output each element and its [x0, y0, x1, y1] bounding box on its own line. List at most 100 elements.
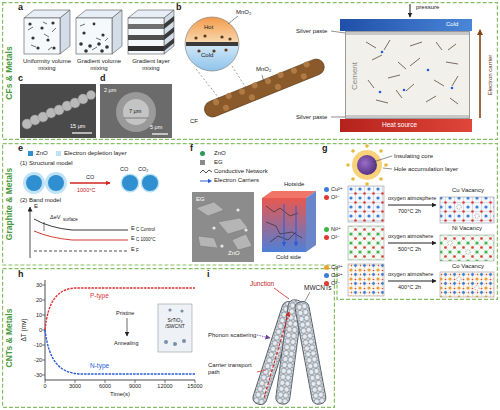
band-outline [2, 2, 498, 140]
annotation-label: Silver paste [296, 28, 327, 35]
annotation-label: Ni Vacancy [452, 225, 482, 232]
annotation-label: Gradient layer mixing [125, 58, 177, 71]
legend-arrow-sample [200, 178, 212, 184]
legend-swatch [324, 187, 329, 192]
band-dashed-border [3, 269, 335, 408]
axis-tick: 15000 [187, 383, 202, 389]
annotation-label: Phonon scattering [208, 332, 256, 339]
legend-text: ZnO [36, 150, 48, 157]
legend-swatch [324, 235, 329, 240]
annotation-label: (1) Structural model [20, 160, 73, 167]
annotation-label: CF [190, 118, 198, 125]
annotation-label: C 1000°C [136, 238, 156, 243]
annotation-label: ΔeV [50, 214, 60, 220]
annotation-label: E [131, 235, 135, 241]
panel-f-graphite-zno [192, 191, 316, 262]
axis-tick: 10 [36, 312, 42, 318]
annotation-label: 400°C 2h [398, 284, 421, 290]
annotation-label: Cold [446, 21, 458, 28]
legend-text: Ni²⁺ [331, 226, 341, 232]
panel-g-oxide-vacancy [346, 144, 494, 297]
annotation-label: Junction [250, 280, 274, 287]
legend-text: Conductive Network [214, 168, 268, 175]
dimension-label: 7 μm [129, 108, 141, 114]
annotation-label: SrTiO₃ /SWCNT [160, 318, 190, 329]
legend-text: Cu²⁺ [331, 186, 343, 192]
panel-letter: f [190, 144, 193, 154]
series-label: N-type [90, 362, 109, 369]
annotation-label: Cold [201, 52, 213, 59]
scale-bar-label: 15 μm [70, 123, 85, 129]
panel-b-fiber-device [185, 4, 480, 132]
legend-text: O²⁻ [331, 234, 340, 240]
legend-text: Electron Carriers [214, 177, 259, 184]
panel-letter: i [207, 270, 210, 280]
annotation-label: E [34, 203, 38, 210]
legend-text: O²⁻ [331, 280, 340, 286]
annotation-label: Annealing [114, 340, 138, 346]
legend-text: O²⁻ [331, 194, 340, 200]
panel-e-zno-model [23, 172, 160, 258]
panel-letter: g [322, 144, 328, 154]
legend-swatch [324, 281, 329, 286]
axis-tick: 20 [36, 297, 42, 303]
annotation-label: Pristine [116, 310, 134, 316]
block-label: Cement [351, 62, 360, 90]
legend-text: Electron depletion layer [64, 150, 127, 157]
legend-swatch [324, 273, 329, 278]
legend-swatch [200, 160, 205, 165]
band-dashed-border [3, 3, 498, 140]
annotation-label: 700°C 2h [398, 208, 421, 214]
annotation-label: F [136, 249, 139, 254]
material-band: CFs & MetalsCement [2, 2, 498, 140]
annotation-label: Heat source [382, 121, 417, 128]
annotation-label: Carrier transport path [208, 362, 260, 375]
annotation-label: oxygen atmoshere [388, 271, 433, 277]
axis-tick: 12000 [157, 383, 172, 389]
annotation-label: CO [86, 174, 94, 180]
panel-letter: c [18, 74, 23, 84]
annotation-label: C Control [136, 228, 155, 233]
annotation-label: 1000°C [77, 187, 95, 193]
annotation-label: Uniformity volume mixing [21, 58, 73, 71]
annotation-label: EG [196, 196, 205, 203]
annotation-label: Insulating core [394, 153, 433, 160]
annotation-label: Hotside [284, 181, 304, 188]
annotation-label: Gradient volume mixing [73, 58, 125, 71]
annotation-label: CO₂ [138, 166, 148, 172]
annotation-label: Cold side [276, 254, 301, 261]
panel-i-mwcnt-junction [251, 288, 327, 406]
axis-tick: 0 [39, 327, 42, 333]
band-label: CNTs & Metals [5, 309, 14, 368]
panel-letter: b [176, 3, 182, 13]
panel-a-cubes [24, 10, 174, 54]
annotation-label: E [131, 225, 135, 231]
legend-swatch [324, 265, 329, 270]
legend-swatch [56, 151, 61, 156]
axis-tick: 6000 [99, 383, 111, 389]
annotation-label: (2) Band model [20, 197, 61, 204]
axis-tick: -30 [34, 372, 42, 378]
axis-title: Time(s) [110, 391, 130, 398]
legend-swatch [324, 227, 329, 232]
annotation-label: CO [120, 166, 128, 172]
axis-tick: 9000 [129, 383, 141, 389]
annotation-label: oxygen atmosphere [388, 195, 436, 201]
cement-block: Cement [345, 31, 470, 119]
annotation-label: MnO₂ [236, 9, 251, 16]
axis-title: ΔT (mv) [20, 319, 27, 342]
axis-tick: -20 [34, 357, 42, 363]
dimension-label: 2 μm [104, 87, 116, 93]
annotation-label: Co Vacancy [452, 263, 484, 270]
panel-letter: e [18, 144, 23, 154]
annotation-label: ZnO [228, 250, 240, 257]
annotation-label: MnO₂ [256, 66, 271, 73]
legend-text: ZnO [214, 150, 226, 157]
legend-text: EG [214, 159, 223, 166]
annotation-label: E [131, 246, 135, 252]
panel-letter: h [18, 270, 24, 280]
annotation-label: pressure [416, 4, 439, 11]
axis-tick: 0 [43, 383, 46, 389]
